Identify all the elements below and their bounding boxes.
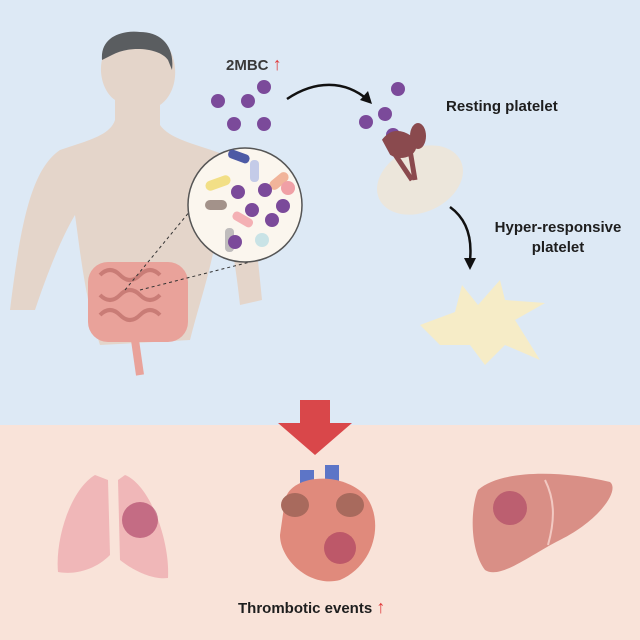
hyper-responsive-platelet-label: Hyper-responsive platelet [478,218,638,258]
lungs-icon [57,475,169,579]
resting-platelet-label: Resting platelet [446,98,558,115]
curved-arrow-icon [449,205,472,261]
label-line: platelet [531,239,585,256]
2mbc-label: 2MBC ↑ [226,54,282,75]
outcome-text: Thrombotic events [238,600,373,617]
curved-arrow-icon [286,83,369,101]
zoom-line [139,261,251,291]
down-arrow-icon [278,400,352,455]
increase-arrow-icon: ↑ [272,54,282,74]
zoom-line [124,204,196,291]
heart-icon [280,465,376,582]
liver-icon [472,473,613,573]
intestine-icon [88,262,188,376]
hyper-responsive-platelet [420,280,545,365]
human-figure [10,31,262,346]
resting-platelet [377,123,463,215]
microbiome-magnifier [187,147,303,263]
metabolite-name: 2MBC [226,57,269,74]
increase-arrow-icon: ↑ [376,597,386,617]
thrombotic-events-label: Thrombotic events ↑ [238,597,385,618]
label-line: Hyper-responsive [494,219,622,236]
